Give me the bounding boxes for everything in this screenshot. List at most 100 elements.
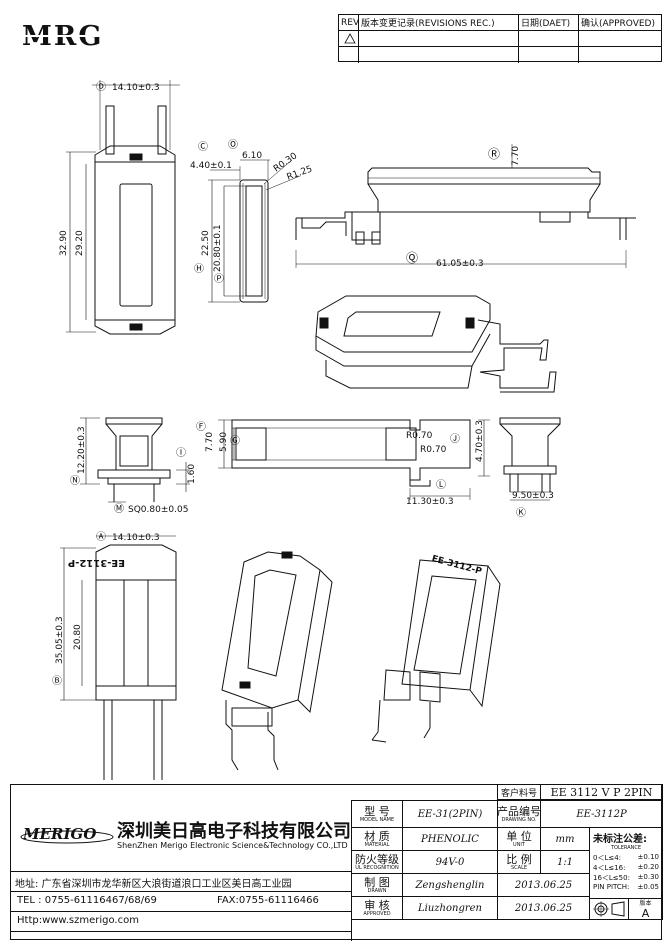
- tolerance-box: 未标注公差: TOLERANCE 0＜L≤4:±0.10 4＜L≤16:±0.2…: [589, 827, 663, 899]
- dim-q-label: Ⓠ: [406, 251, 418, 265]
- dim-m-label: Ⓜ: [114, 503, 124, 515]
- model-value: EE-31(2PIN): [402, 800, 498, 828]
- ul-label-en: UL RECOGNITION: [355, 864, 399, 871]
- revisions-header: 版本变更记录(REVISIONS REC.): [359, 15, 519, 30]
- tolerance-title-en: TOLERANCE: [610, 845, 642, 851]
- isometric-view-3: [371, 559, 501, 743]
- dim-g-label: Ⓖ: [230, 435, 240, 447]
- dim-r070b: R0.70: [420, 445, 447, 455]
- customer-part-value: EE 3112 V P 2PIN: [540, 784, 663, 800]
- unit-label-en: UNIT: [513, 841, 525, 848]
- dim-k-value: 9.50±0.3: [512, 491, 554, 501]
- material-value: PHENOLIC: [402, 827, 498, 851]
- dim-2080b: 20.80: [73, 624, 83, 650]
- dim-d-label: Ⓓ: [96, 81, 106, 93]
- drawn-by: Zengshenglin: [402, 873, 498, 897]
- dim-l-value: 11.30±0.3: [406, 497, 454, 507]
- dim-n-label: Ⓝ: [70, 475, 80, 487]
- rev-header: REV.: [339, 15, 359, 30]
- approved-by: Liuzhongren: [402, 896, 498, 920]
- mrg-logo: MRG: [20, 21, 130, 54]
- company-website: Http:www.szmerigo.com: [17, 915, 139, 926]
- dim-r125: R1.25: [286, 164, 314, 182]
- model-label-en: MODEL NAME: [359, 816, 395, 823]
- technical-drawing: Ⓓ 14.10±0.3 Ⓒ 4.40±0.1 Ⓞ 6.10 R0.30 R1.2…: [52, 80, 636, 780]
- dim-f-label: Ⓕ: [196, 421, 206, 433]
- tolerance-row: 0＜L≤4:±0.10: [593, 853, 659, 862]
- dim-d-value: 14.10±0.3: [112, 83, 160, 93]
- ul-label: 防火等级: [355, 852, 399, 866]
- merigo-logo-text: MERIGO: [22, 825, 96, 843]
- dim-l-label: Ⓛ: [436, 479, 446, 491]
- part-mark-plan: EE-3112-P: [68, 557, 125, 568]
- title-block: 客户料号 EE 3112 V P 2PIN MERIGO 深圳美日高电子科技有限…: [10, 784, 663, 941]
- merigo-logo: MERIGO: [17, 819, 117, 851]
- dim-a-value: 14.10±0.3: [112, 533, 160, 543]
- part-mark-iso: EE-3112-P: [430, 554, 483, 577]
- ul-value: 94V-0: [402, 850, 498, 874]
- dim-m-value: SQ0.80±0.05: [128, 505, 188, 515]
- model-label: 型 号: [364, 804, 390, 818]
- company-name-en: ShenZhen Merigo Electronic Science&Techn…: [117, 841, 348, 850]
- end-view-right: [499, 417, 561, 501]
- dim-r-label: Ⓡ: [488, 147, 500, 161]
- dim-r-value: 7.70: [511, 146, 521, 166]
- dim-j-label: Ⓙ: [450, 433, 460, 445]
- dim-c-label: Ⓒ: [198, 141, 208, 153]
- scale-label: 比 例: [506, 852, 532, 866]
- side-section-view: [208, 159, 301, 303]
- long-side-view: [295, 144, 636, 268]
- dim-k-label: Ⓚ: [516, 507, 526, 519]
- revision-triangle-icon: [339, 31, 359, 46]
- dim-r070a: R0.70: [406, 431, 433, 441]
- drawing-no-label-en: DRAWING NO.: [501, 816, 537, 823]
- dim-q-value: 61.05±0.3: [436, 259, 484, 269]
- dim-a-label: Ⓐ: [96, 531, 106, 543]
- version-label: 版本: [639, 900, 652, 907]
- dim-n-value: 12.20±0.3: [77, 426, 87, 474]
- company-tel: TEL : 0755-61116467/68/69: [17, 895, 157, 906]
- revision-table: REV. 版本变更记录(REVISIONS REC.) 日期(DAET) 确认(…: [338, 14, 662, 63]
- dim-160: 1.60: [187, 464, 197, 484]
- tolerance-row: PIN PITCH:±0.05: [593, 883, 659, 891]
- company-address: 地址: 广东省深圳市龙华新区大浪街道浪口工业区美日高工业园: [15, 879, 292, 890]
- drawn-label-en: DRAWN: [367, 887, 387, 894]
- version-value: A: [641, 907, 650, 920]
- customer-part-label: 客户料号: [497, 784, 541, 800]
- dim-f-value: 7.70: [205, 432, 215, 452]
- end-view: [80, 417, 190, 503]
- front-view-top: [66, 80, 180, 335]
- tolerance-row: 4＜L≤16:±0.20: [593, 863, 659, 872]
- dim-2920: 29.20: [75, 230, 85, 256]
- dim-2080: 20.80±0.1: [213, 224, 223, 272]
- scale-value: 1:1: [540, 850, 590, 874]
- material-label: 材 质: [364, 829, 390, 843]
- dim-h-label: Ⓗ: [194, 263, 204, 275]
- isometric-view-2: [221, 551, 333, 771]
- dim-3290: 32.90: [59, 230, 69, 256]
- tolerance-title: 未标注公差:: [593, 834, 647, 845]
- company-fax: FAX:0755-61116466: [217, 895, 319, 906]
- dim-p-label: Ⓟ: [214, 273, 224, 285]
- drawn-date: 2013.06.25: [497, 873, 590, 897]
- dim-b-label: Ⓑ: [52, 675, 62, 687]
- company-name-cn: 深圳美日高电子科技有限公司: [117, 821, 351, 842]
- drawing-no-value: EE-3112P: [540, 800, 663, 828]
- approved-label: 审 核: [364, 898, 390, 912]
- approved-date: 2013.06.25: [497, 896, 590, 920]
- unit-label: 单 位: [506, 829, 532, 843]
- dim-c-value: 4.40±0.1: [190, 161, 232, 171]
- approved-label-en: APPROVED: [363, 910, 391, 917]
- scale-label-en: SCALE: [510, 864, 528, 871]
- isometric-view-1: [315, 295, 557, 393]
- projection-symbol-icon: [589, 898, 629, 920]
- tolerance-row: 16＜L≤50:±0.30: [593, 873, 659, 882]
- unit-value: mm: [540, 827, 590, 851]
- plan-view: [60, 535, 177, 780]
- drawn-label: 制 图: [364, 875, 390, 889]
- dim-j-value: 4.70±0.3: [475, 420, 485, 462]
- dim-o-label: Ⓞ: [228, 139, 238, 151]
- drawing-no-label: 产品编号: [497, 804, 541, 818]
- dim-g-value: 5.90: [219, 432, 229, 452]
- dim-2250: 22.50: [201, 230, 211, 256]
